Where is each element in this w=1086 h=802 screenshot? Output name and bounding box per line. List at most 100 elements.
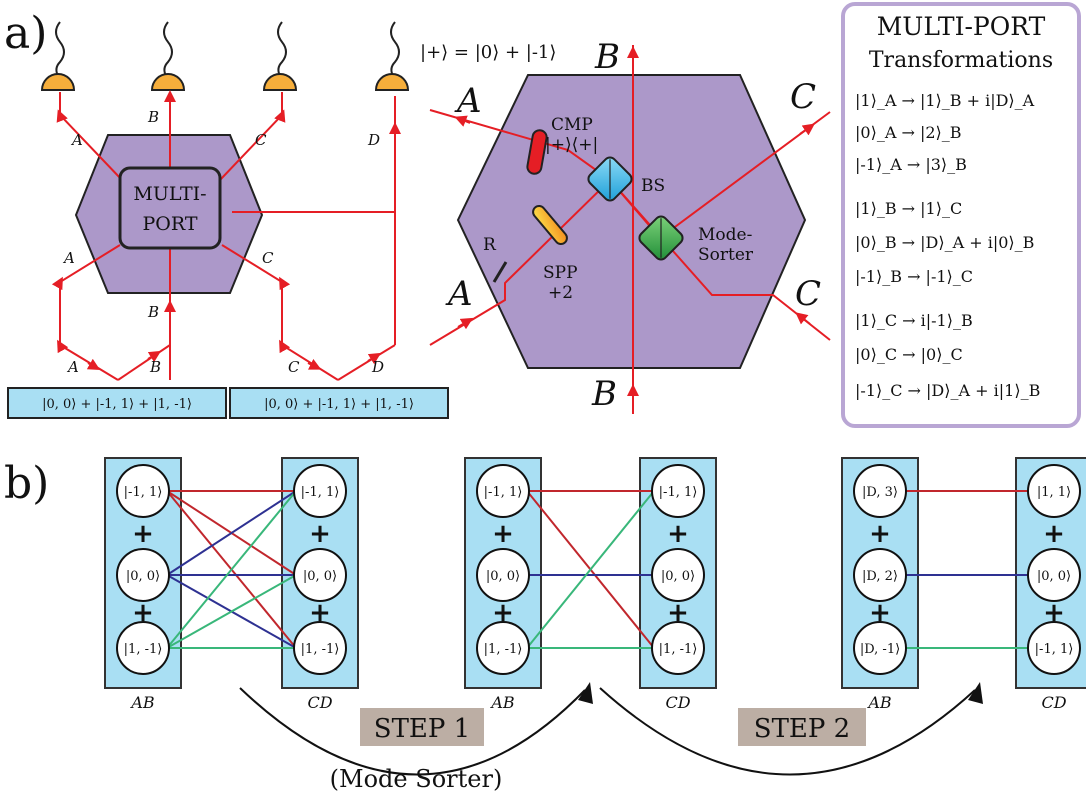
step2-label: STEP 2 — [754, 714, 850, 744]
ab-state-label: |-1, 1⟩ — [484, 485, 523, 500]
ab-caption: AB — [866, 693, 892, 712]
transformation-a-minus1: |-1⟩_A → |3⟩_B — [855, 155, 967, 174]
transformations-title-2: Transformations — [869, 48, 1053, 73]
spp-label-1: SPP — [543, 263, 578, 283]
port-label-c-top: C — [790, 77, 816, 117]
plus-sign: + — [132, 598, 154, 628]
hex-device-diagram: |+⟩ = |0⟩ + |-1⟩ B A C A B C CMP |+⟩⟨+| … — [420, 37, 831, 414]
panel-b-label: b) — [4, 458, 49, 509]
spp-label-2: +2 — [548, 283, 573, 303]
step2-arrow — [599, 687, 976, 776]
cmp-projector: |+⟩⟨+| — [545, 135, 598, 155]
ab-state-node — [116, 621, 170, 675]
bottom-label-a: A — [66, 358, 79, 376]
in-label-b: B — [147, 303, 159, 321]
source-state-1: |0, 0⟩ + |-1, 1⟩ + |1, -1⟩ — [42, 397, 192, 412]
cd-state-label: |1, -1⟩ — [301, 642, 340, 657]
cd-state-node — [293, 548, 347, 602]
cd-state-label: |-1, 1⟩ — [659, 485, 698, 500]
transformation-b-1: |1⟩_B → |1⟩_C — [855, 199, 962, 218]
ab-state-node — [853, 464, 907, 518]
cd-state-label: |1, 1⟩ — [1037, 485, 1071, 500]
cd-caption: CD — [307, 693, 332, 712]
plus-sign: + — [1043, 598, 1065, 628]
bs-label: BS — [641, 176, 665, 196]
reflector-r — [492, 261, 508, 283]
cd-state-node — [651, 548, 705, 602]
plus-sign: + — [869, 598, 891, 628]
plus-sign: + — [869, 519, 891, 549]
step1-arrowhead-icon — [578, 682, 593, 704]
state-mapping-stages: |-1, 1⟩ |0, 0⟩ |1, -1⟩ + + |-1, 1⟩ |0, 0⟩ |1, -… — [104, 457, 1086, 712]
cd-state-label: |1, -1⟩ — [659, 642, 698, 657]
ab-caption: AB — [129, 693, 155, 712]
plus-sign: + — [309, 519, 331, 549]
ab-state-label: |D, 2⟩ — [862, 569, 898, 584]
ab-state-label: |0, 0⟩ — [126, 569, 160, 584]
mode-sorter-label-1: Mode- — [698, 225, 752, 245]
source-state-box-2 — [229, 387, 449, 419]
mapping-line — [166, 490, 297, 649]
ab-state-node — [476, 464, 530, 518]
step-arrows — [239, 687, 976, 776]
step2-badge — [738, 708, 866, 746]
ab-state-node — [476, 621, 530, 675]
transformations-title-1: MULTI-PORT — [877, 12, 1046, 41]
cd-state-node — [651, 621, 705, 675]
cd-caption: CD — [1041, 693, 1066, 712]
cd-state-label: |-1, 1⟩ — [301, 485, 340, 500]
detectors — [40, 73, 410, 91]
ab-caption: AB — [489, 693, 515, 712]
cd-state-label: |-1, 1⟩ — [1035, 642, 1074, 657]
cd-state-node — [293, 464, 347, 518]
cmp-label: CMP — [551, 115, 593, 135]
left-multiport-diagram: MULTI- PORT A B C D A B C A B C D |0, 0⟩… — [7, 21, 449, 419]
cd-state-label: |0, 0⟩ — [1037, 569, 1071, 584]
device-hexagon — [456, 74, 807, 369]
plus-sign: + — [492, 598, 514, 628]
ab-state-label: |D, -1⟩ — [860, 642, 900, 657]
bottom-label-b: B — [149, 358, 161, 376]
ab-state-label: |1, -1⟩ — [124, 642, 163, 657]
detector-a-icon — [40, 73, 76, 91]
plus-sign: + — [667, 598, 689, 628]
out-label-c: C — [255, 131, 267, 149]
out-label-d: D — [367, 131, 380, 149]
ab-state-node — [116, 464, 170, 518]
ab-state-node — [116, 548, 170, 602]
mapping-line — [166, 574, 297, 649]
detector-cables — [55, 21, 400, 77]
mode-sorter-label-2: Sorter — [698, 245, 754, 265]
cd-state-node — [293, 621, 347, 675]
transformations-box: MULTI-PORT Transformations |1⟩_A → |1⟩_B… — [841, 2, 1081, 428]
detector-c-icon — [262, 73, 298, 91]
ab-state-label: |0, 0⟩ — [486, 569, 520, 584]
port-label-c-bottom: C — [795, 274, 821, 314]
bottom-label-c: C — [288, 358, 300, 376]
ab-state-node — [853, 621, 907, 675]
cd-state-node — [1027, 464, 1081, 518]
out-label-a: A — [70, 131, 83, 149]
cd-state-node — [1027, 548, 1081, 602]
ab-state-label: |D, 3⟩ — [862, 485, 898, 500]
port-label-b-top: B — [594, 37, 620, 77]
cd-state-label: |0, 0⟩ — [661, 569, 695, 584]
bottom-label-d: D — [371, 358, 384, 376]
transformation-c-1: |1⟩_C → i|-1⟩_B — [855, 311, 973, 330]
transformation-b-minus1: |-1⟩_B → |-1⟩_C — [855, 267, 973, 286]
step1-sublabel: (Mode Sorter) — [330, 765, 503, 793]
transformation-c-minus1: |-1⟩_C → |D⟩_A + i|1⟩_B — [855, 381, 1040, 400]
transformation-c-0: |0⟩_C → |0⟩_C — [855, 345, 963, 364]
cd-state-node — [1027, 621, 1081, 675]
port-label-a-bottom: A — [445, 274, 473, 314]
left-beams — [51, 90, 401, 381]
out-label-b: B — [147, 108, 159, 126]
plus-sign: + — [309, 598, 331, 628]
stage-3: |D, 3⟩ |D, 2⟩ |D, -1⟩ + + |1, 1⟩ |0, 0⟩ |-1, 1⟩… — [841, 457, 1086, 712]
step1-badge — [360, 708, 484, 746]
panel-a-label: a) — [4, 8, 47, 59]
mapping-line — [166, 490, 297, 576]
multiport-title-2: PORT — [142, 213, 197, 235]
transformation-a-0: |0⟩_A → |2⟩_B — [855, 123, 962, 142]
